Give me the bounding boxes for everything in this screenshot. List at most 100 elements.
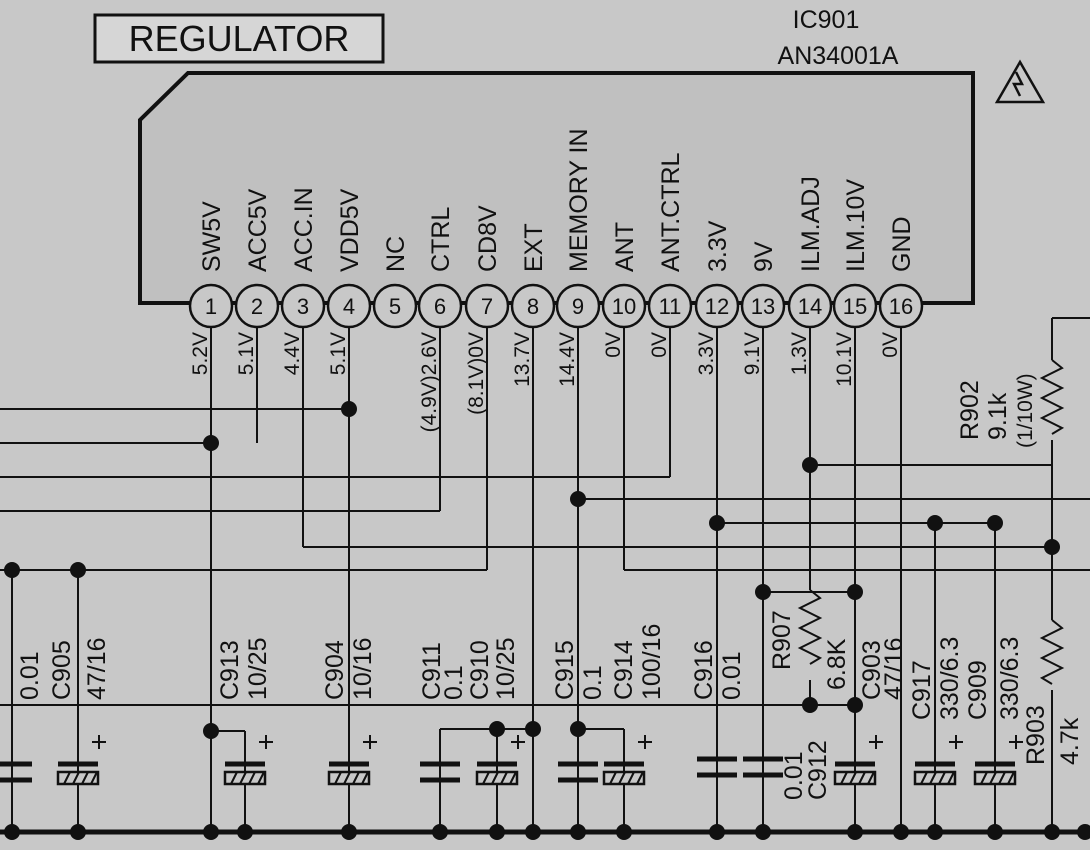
junction-dot: [70, 824, 86, 840]
pin-name: SW5V: [198, 201, 226, 272]
pin-voltage: 0V: [602, 332, 625, 358]
pin-name: ANT: [611, 222, 639, 272]
pin-voltage: 14.4V: [556, 332, 579, 387]
r902-value: 9.1k: [984, 392, 1012, 440]
c910-value: 10/25: [492, 637, 520, 700]
junction-dot: [203, 435, 219, 451]
c914-value: 100/16: [638, 624, 666, 700]
electrolytic-capacitor: [327, 735, 377, 786]
pin-number: 2: [251, 294, 263, 319]
junction-dot: [616, 824, 632, 840]
pin-circle: [740, 283, 786, 329]
c905-value: 47/16: [83, 637, 111, 700]
junction-dot: [847, 584, 863, 600]
pin-number: 7: [481, 294, 493, 319]
ic-part-number: AN34001A: [778, 42, 899, 70]
c914-ref: C914: [610, 640, 638, 700]
pin-circle: [417, 283, 463, 329]
pin-circle: [372, 283, 418, 329]
junction-dot: [525, 721, 541, 737]
c909-ref: C909: [964, 660, 992, 720]
pin-name: NC: [382, 236, 410, 272]
pin-voltage: 5.1V: [235, 332, 258, 375]
c910-ref: C910: [466, 640, 494, 700]
c912-value: 0.01: [780, 751, 808, 800]
junction-dot: [847, 824, 863, 840]
pin-voltage: 5.1V: [327, 332, 350, 375]
ic-ref: IC901: [793, 6, 860, 34]
c903-ref: C903: [858, 640, 886, 700]
junction-dot: [802, 697, 818, 713]
junction-dot: [1077, 824, 1090, 840]
r902-rating: (1/10W): [1014, 373, 1037, 448]
pin-number: 3: [297, 294, 309, 319]
pin-number: 11: [659, 294, 682, 319]
junction-dot: [802, 457, 818, 473]
capacitor: [558, 761, 598, 783]
pin-voltage: 9.1V: [741, 332, 764, 375]
junction-dot: [755, 584, 771, 600]
c911-value: 0.1: [440, 665, 468, 700]
junction-dot: [893, 824, 909, 840]
junction-dot: [927, 824, 943, 840]
capacitor: [697, 756, 737, 778]
r907-ref: R907: [768, 610, 796, 670]
pin-name: VDD5V: [336, 188, 364, 272]
junction-dot: [237, 824, 253, 840]
pin-number: 16: [889, 294, 913, 319]
pin-name: ILM.ADJ: [797, 176, 825, 272]
junction-dot: [489, 721, 505, 737]
junction-dot: [4, 562, 20, 578]
pin-number: 13: [751, 294, 775, 319]
junction-dot: [4, 824, 20, 840]
junction-dot: [203, 723, 219, 739]
pin-circle: [234, 283, 280, 329]
pin-name: CD8V: [474, 205, 502, 272]
pin-circle: [510, 283, 556, 329]
c916-ref: C916: [690, 640, 718, 700]
electrolytic-capacitor: [56, 735, 106, 786]
capacitor: [0, 761, 32, 783]
pin-number: 15: [843, 294, 867, 319]
junction-dot: [709, 515, 725, 531]
junction-dot: [341, 824, 357, 840]
junction-dot: [203, 824, 219, 840]
pin-voltage: 1.3V: [788, 332, 811, 375]
r902-ref: R902: [956, 380, 984, 440]
partial-cap-value: 0.01: [16, 651, 44, 700]
junction-dot: [755, 824, 771, 840]
c913-ref: C913: [216, 640, 244, 700]
junction-dot: [987, 824, 1003, 840]
pin-number: 9: [572, 294, 584, 319]
pin-voltage: 13.7V: [511, 332, 534, 387]
r903-ref: R903: [1022, 705, 1050, 765]
pin-voltage: (4.9V)2.6V: [418, 332, 441, 432]
pin-circle: [832, 283, 878, 329]
ic-pin-5: 5NC: [372, 236, 418, 329]
pin-circle: [787, 283, 833, 329]
pin-name: ACC.IN: [290, 187, 318, 272]
capacitor: [420, 761, 460, 783]
junction-dot: [1044, 824, 1060, 840]
junction-dot: [570, 721, 586, 737]
junction-dot: [1044, 539, 1060, 555]
electrolytic-capacitor: [973, 735, 1023, 786]
r907-value: 6.8K: [823, 638, 851, 690]
electrolytic-capacitor: [913, 735, 963, 786]
junction-dot: [987, 515, 1003, 531]
c911-ref: C911: [418, 642, 446, 700]
junction-dot: [341, 401, 357, 417]
c909-value: 330/6.3: [996, 637, 1024, 720]
junction-dots: [4, 401, 1090, 840]
junction-dot: [570, 824, 586, 840]
pin-voltage: 3.3V: [695, 332, 718, 375]
pin-name: 3.3V: [704, 220, 732, 272]
junction-dot: [489, 824, 505, 840]
